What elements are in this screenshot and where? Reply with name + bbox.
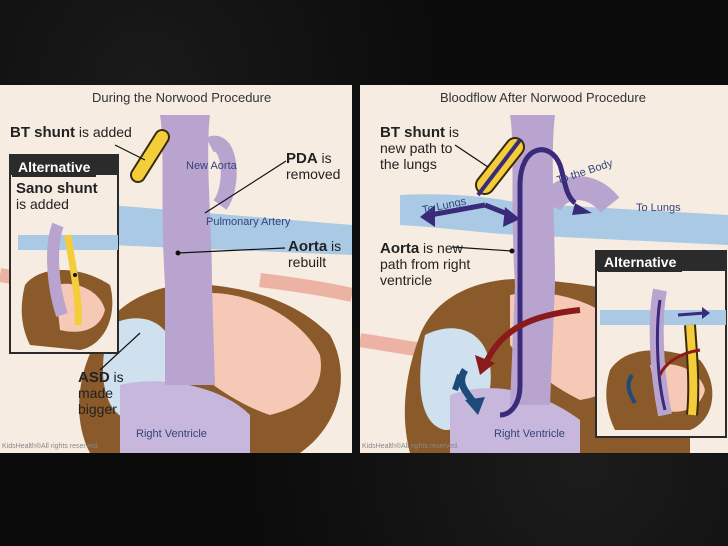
new-aorta-label: New Aorta bbox=[186, 160, 237, 172]
right-credit: KidsHealth®All rights reserved. bbox=[362, 443, 459, 450]
right-ventricle-label: Right Ventricle bbox=[136, 428, 207, 440]
alternative-badge: Alternative bbox=[12, 157, 97, 177]
to-lungs-right-label: To Lungs bbox=[636, 202, 681, 214]
alternative-badge-right: Alternative bbox=[598, 252, 683, 272]
right-ventricle-label-right: Right Ventricle bbox=[494, 428, 565, 440]
panel-after-norwood: Bloodflow After Norwood Procedure BT shu… bbox=[360, 85, 728, 453]
right-heart-illustration bbox=[360, 115, 728, 453]
bt-shunt-label: BT shunt is added bbox=[10, 124, 132, 141]
left-credit: KidsHealth®All rights reserved. bbox=[2, 443, 99, 450]
right-title: Bloodflow After Norwood Procedure bbox=[440, 90, 646, 105]
left-title: During the Norwood Procedure bbox=[92, 90, 272, 105]
panel-during-norwood: During the Norwood Procedure BT shunt is… bbox=[0, 85, 352, 453]
pulmonary-artery-label: Pulmonary Artery bbox=[206, 216, 291, 228]
left-heart-illustration bbox=[0, 115, 352, 453]
